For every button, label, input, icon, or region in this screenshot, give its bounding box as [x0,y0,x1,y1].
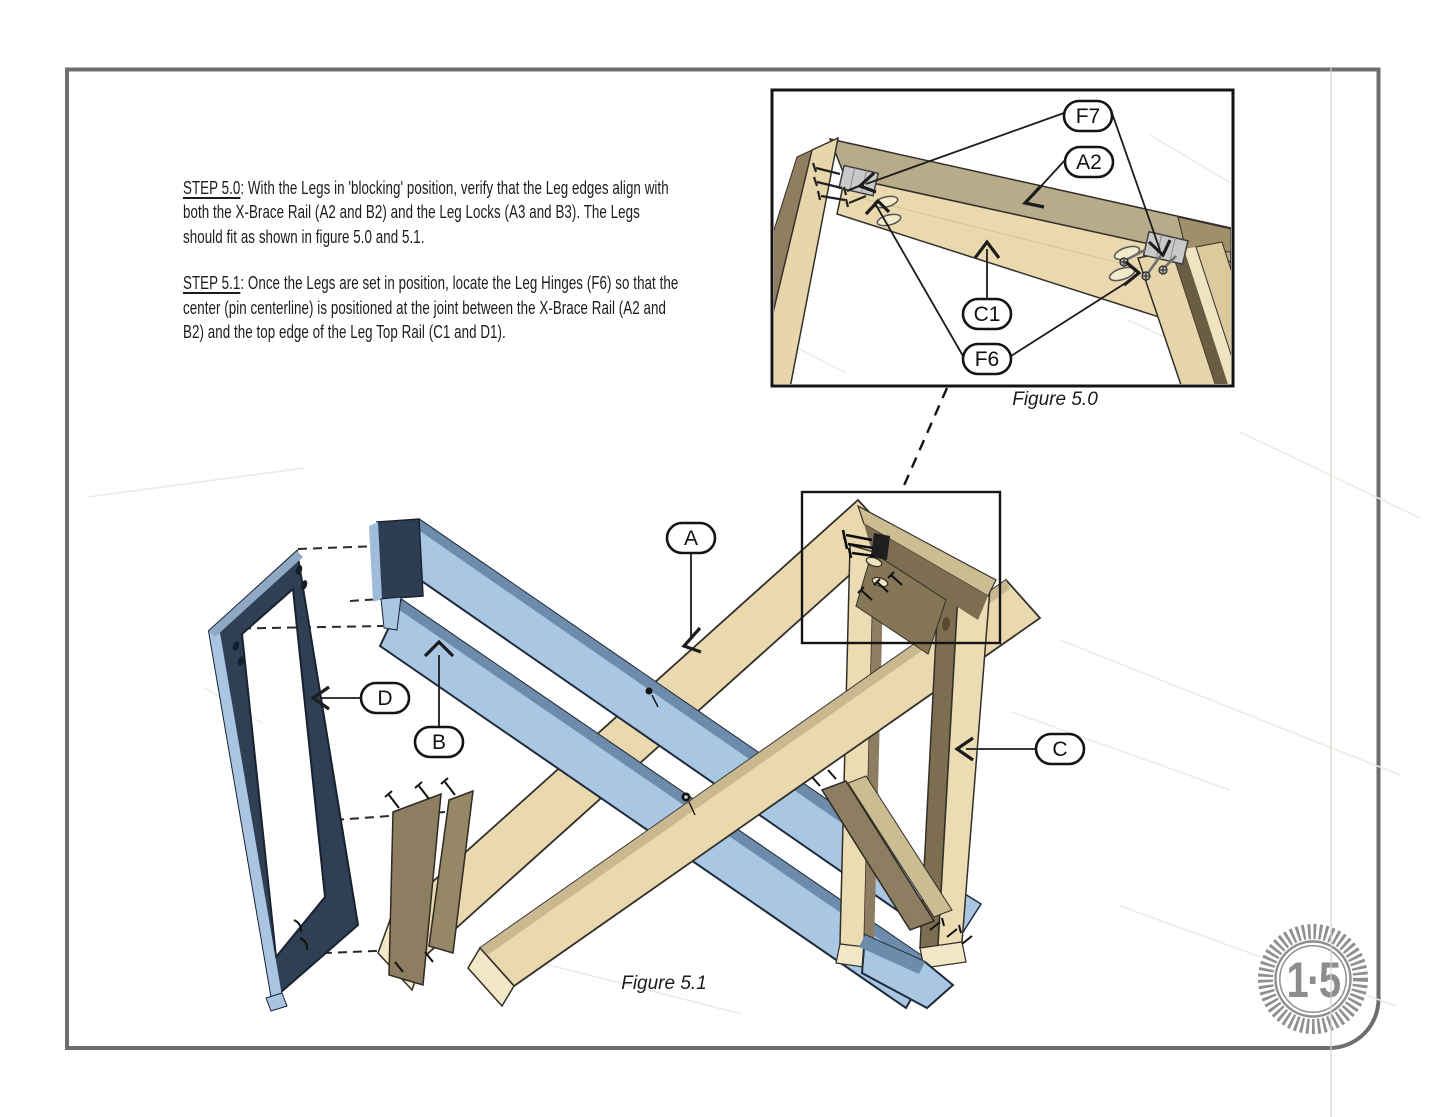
callout-a: A [665,521,717,654]
corner-screws [857,571,903,601]
callout-c: C [954,732,1086,766]
callout-d: D [310,681,411,715]
step-5-0-label: STEP 5.0 [183,178,241,198]
callout-c-label: C [1052,738,1067,761]
callout-a2-label: A2 [1076,151,1102,174]
inset-arrows [857,171,1172,287]
callout-f6: F6 [961,342,1013,376]
figure-5-0-caption: Figure 5.0 [1012,389,1098,410]
figure-5-1-drawing: A B D C Figure 5.1 [207,387,1086,1012]
step-5-0-paragraph: STEP 5.0: With the Legs in 'blocking' po… [183,176,680,249]
inset-leader-lines [865,112,1161,357]
step-5-0-text: : With the Legs in 'blocking' position, … [183,178,669,247]
lock-screws [384,777,456,973]
step-5-1-text: : Once the Legs are set in position, loc… [183,273,679,343]
callout-a2: A2 [1063,145,1115,179]
instructions-block: STEP 5.0: With the Legs in 'blocking' po… [183,176,680,367]
brand-logo: 1·5 [1256,922,1370,1036]
background-guide-lines [87,431,1421,1015]
leg-hinge-installed [841,529,890,560]
leg-lock-boards [384,777,474,986]
arrow-icon [954,736,974,762]
step-5-1-paragraph: STEP 5.1: Once the Legs are set in posit… [183,271,680,344]
leg-frame-d [207,549,360,1012]
callout-f7-label: F7 [1076,105,1101,128]
step-5-1-label: STEP 5.1 [183,273,241,294]
callout-b-label: B [432,731,446,754]
logo-tick-ring-icon [1258,924,1368,1034]
figure-5-0-inset: F7 A2 C1 F6 Figure 5.0 [770,88,1235,410]
arrow-icon [423,639,455,658]
callout-f7: F7 [1062,99,1114,133]
pivot-pins [645,687,696,816]
figure-5-1-caption: Figure 5.1 [621,973,707,994]
detail-zoom-rectangle [800,490,1002,645]
leg-frame-c [467,504,1042,1010]
detail-leader-dashed-line [900,387,949,491]
lower-lock-screws [811,769,973,945]
callout-d-label: D [377,687,392,710]
callout-f6-label: F6 [975,348,1000,371]
figure-5-0-drawing [774,112,1231,384]
callout-b: B [413,639,465,759]
callout-c1: C1 [961,297,1013,331]
logo-text: 1·5 [1286,952,1340,1008]
leg-frame-b [369,518,983,1010]
arrow-icon [310,685,330,711]
arrow-icon [681,626,702,654]
callout-a-label: A [684,527,698,550]
callout-c1-label: C1 [974,303,1001,326]
